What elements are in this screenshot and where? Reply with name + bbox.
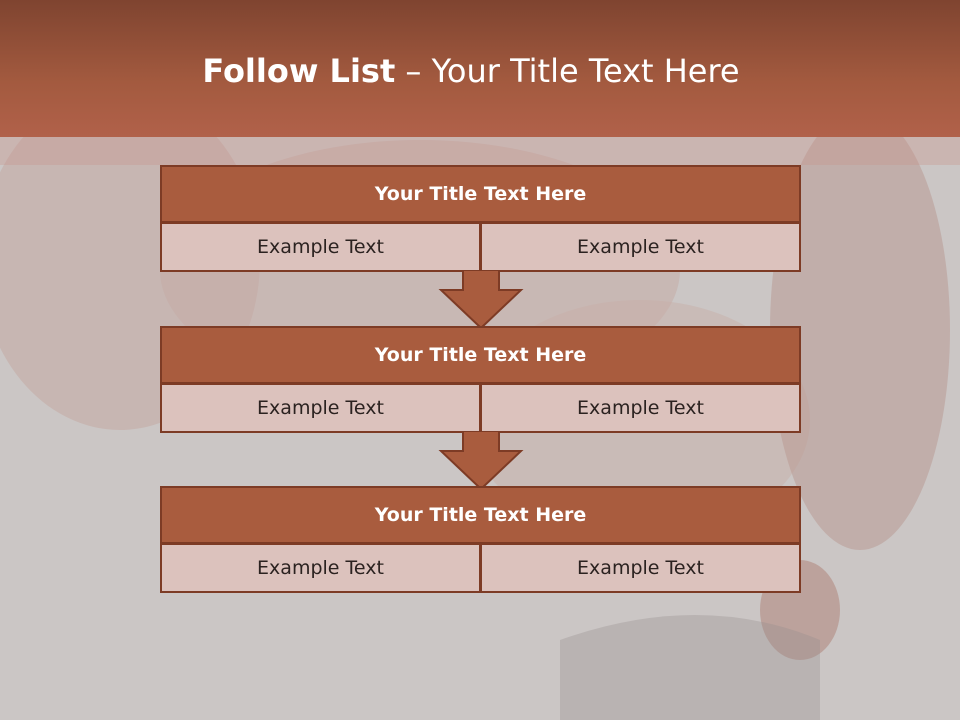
block-cell-right: Example Text — [480, 383, 801, 433]
block-cell-left: Example Text — [160, 222, 481, 272]
block-title: Your Title Text Here — [160, 486, 801, 544]
page-title: Follow List – Your Title Text Here — [0, 52, 942, 90]
page-title-bold: Follow List — [202, 52, 396, 90]
block-cell-right: Example Text — [480, 222, 801, 272]
block-cell-left: Example Text — [160, 543, 481, 593]
list-block-2: Your Title Text Here Example Text Exampl… — [160, 326, 801, 433]
page-title-rest: – Your Title Text Here — [395, 52, 740, 90]
list-block-1: Your Title Text Here Example Text Exampl… — [160, 165, 801, 272]
block-title: Your Title Text Here — [160, 165, 801, 223]
down-arrow-icon — [438, 270, 524, 330]
header-strip — [0, 137, 960, 165]
block-cell-left: Example Text — [160, 383, 481, 433]
down-arrow-icon — [438, 431, 524, 491]
header-band — [0, 0, 960, 137]
block-title: Your Title Text Here — [160, 326, 801, 384]
list-block-3: Your Title Text Here Example Text Exampl… — [160, 486, 801, 593]
block-cell-right: Example Text — [480, 543, 801, 593]
